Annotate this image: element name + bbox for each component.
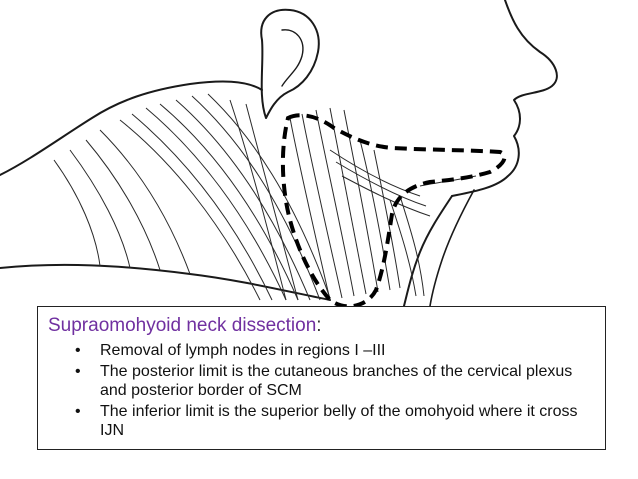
bullet-glyph: • (75, 362, 81, 380)
caption-title: Supraomohyoid neck dissection: (48, 315, 595, 337)
bullet-list: • Removal of lymph nodes in regions I –II… (48, 341, 595, 441)
caption-box: Supraomohyoid neck dissection: • Removal … (37, 306, 606, 450)
bullet-glyph: • (75, 342, 81, 359)
neck-posterior-outline (0, 80, 263, 176)
shoulder-outline (0, 263, 331, 301)
bullet-text: The posterior limit is the cutaneous bra… (100, 362, 573, 400)
bullet-glyph: • (75, 402, 81, 420)
trachea-outline (429, 189, 475, 307)
ear-outline (260, 8, 320, 119)
caption-title-colon: : (316, 315, 322, 336)
caption-title-text: Supraomohyoid neck dissection (48, 315, 317, 336)
anterior-neck-outline (403, 195, 453, 307)
dissection-boundary-dashed (280, 113, 507, 309)
list-item: • The inferior limit is the superior bell… (48, 402, 595, 441)
bullet-text: The inferior limit is the superior belly… (100, 402, 578, 440)
bullet-text: Removal of lymph nodes in regions I –III (100, 342, 386, 359)
list-item: • The posterior limit is the cutaneous br… (48, 362, 595, 401)
muscle-striations (53, 93, 477, 301)
list-item: • Removal of lymph nodes in regions I –II… (48, 341, 595, 361)
face-profile-outline (451, 0, 558, 197)
ear-inner-fold (281, 29, 304, 87)
